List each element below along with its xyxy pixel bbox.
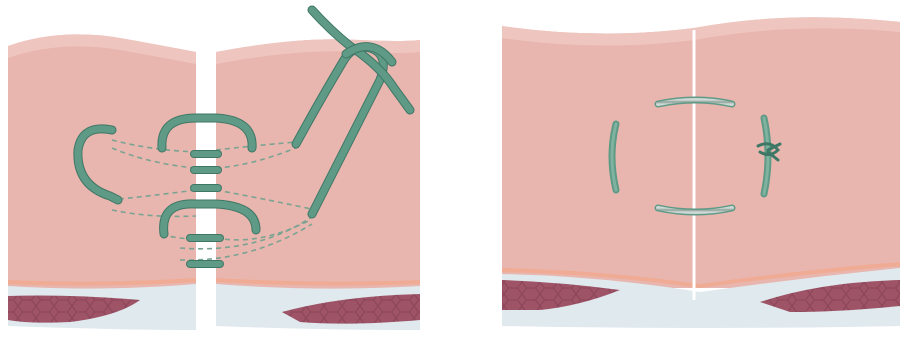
- skin-left-flap: [8, 34, 196, 330]
- skin-closed: [502, 17, 900, 328]
- panel-after: [502, 17, 900, 328]
- panel-before: [8, 10, 420, 335]
